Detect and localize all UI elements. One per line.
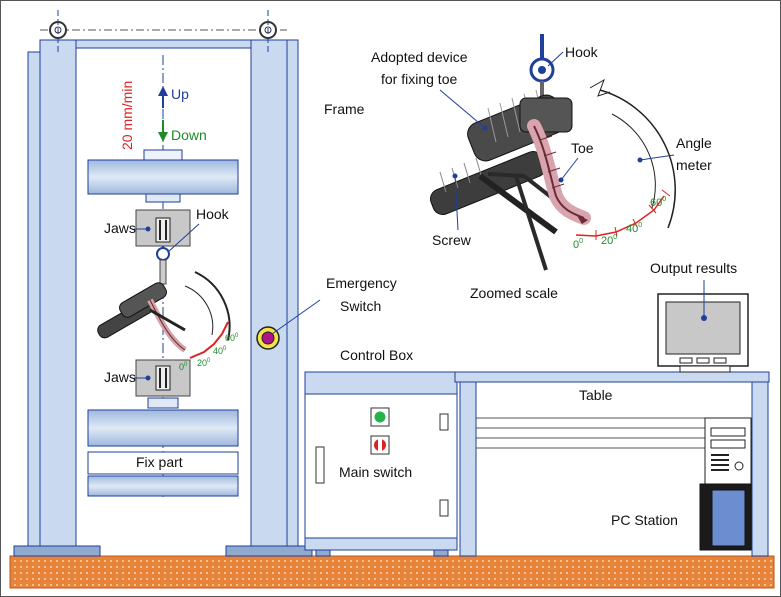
frame-label: Frame bbox=[324, 101, 365, 117]
down-label: Down bbox=[171, 127, 207, 143]
floor bbox=[9, 555, 775, 589]
table-label: Table bbox=[579, 387, 613, 403]
up-arrow-icon bbox=[158, 86, 168, 108]
small-scale-label: 00 bbox=[179, 362, 188, 372]
pc-tower-icon bbox=[699, 417, 752, 551]
adopted-label-1: Adopted device bbox=[371, 49, 468, 65]
zoom-scale-label: 400 bbox=[626, 222, 642, 235]
zoom-scale-label: 600 bbox=[650, 196, 666, 209]
pc-station-label: PC Station bbox=[611, 512, 678, 528]
main-switch-label: Main switch bbox=[339, 464, 412, 480]
hook-icon bbox=[156, 247, 170, 261]
hook-label-left: Hook bbox=[196, 206, 230, 222]
zoomed-scale-label: Zoomed scale bbox=[470, 285, 558, 301]
output-results-label: Output results bbox=[650, 260, 737, 276]
testing-frame bbox=[13, 10, 313, 557]
emergency-label-2: Switch bbox=[340, 298, 381, 314]
emergency-switch-icon bbox=[256, 326, 280, 350]
toe-label: Toe bbox=[571, 140, 594, 156]
monitor-icon bbox=[657, 293, 749, 373]
jaws-top-label: Jaws bbox=[104, 220, 136, 236]
up-label: Up bbox=[171, 86, 189, 102]
zoom-scale-label: 200 bbox=[601, 234, 617, 247]
control-box-label: Control Box bbox=[340, 347, 413, 363]
small-scale-label: 600 bbox=[225, 333, 239, 343]
down-arrow-icon bbox=[158, 120, 168, 142]
jaws-bottom-label: Jaws bbox=[104, 369, 136, 385]
hook-label-zoom: Hook bbox=[565, 44, 599, 60]
zoom-scale-label: 00 bbox=[573, 238, 583, 251]
angle-meter-label-1: Angle bbox=[676, 135, 712, 151]
fix-part-label: Fix part bbox=[136, 454, 183, 470]
emergency-label-1: Emergency bbox=[326, 275, 397, 291]
angle-meter-label-2: meter bbox=[676, 157, 712, 173]
small-scale-label: 200 bbox=[197, 358, 211, 368]
zoomed-device bbox=[430, 34, 676, 271]
small-scale-label: 400 bbox=[213, 346, 227, 356]
control-box bbox=[304, 371, 458, 557]
screw-label: Screw bbox=[432, 232, 472, 248]
adopted-label-2: for fixing toe bbox=[381, 71, 457, 87]
small-toe-device bbox=[97, 271, 231, 359]
speed-label: 20 mm/min bbox=[119, 81, 135, 150]
